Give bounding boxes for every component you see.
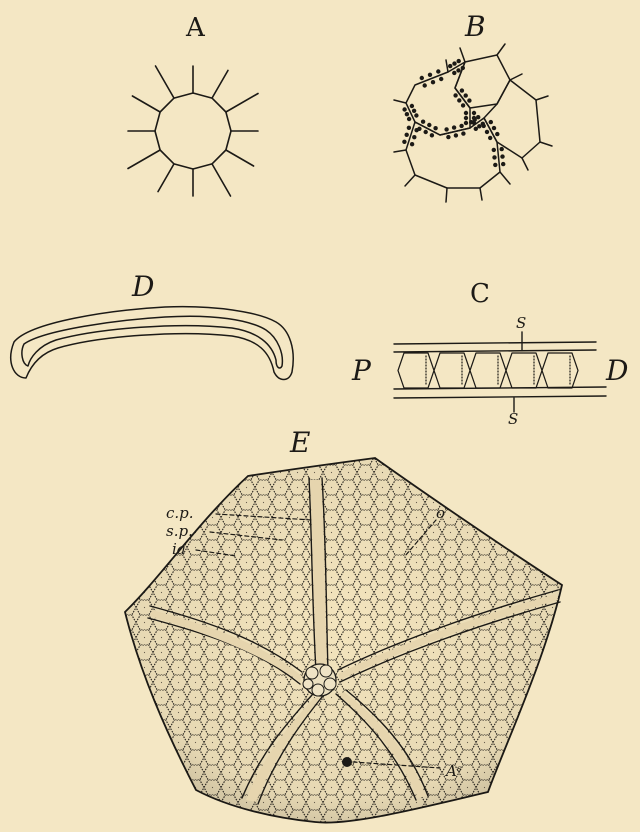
pore-bead	[452, 71, 456, 75]
figure-d: D	[11, 270, 293, 380]
pore-bead	[452, 61, 456, 65]
pore-bead	[492, 148, 496, 152]
pore-bead	[430, 133, 434, 137]
apical-disc	[303, 664, 336, 696]
pore-bead	[427, 123, 431, 127]
label-c-s-top: S	[516, 314, 526, 332]
cell-polygon	[155, 93, 231, 169]
pore-bead	[495, 132, 499, 136]
pore-bead	[482, 124, 486, 128]
cell-right	[484, 80, 540, 158]
pore-bead	[420, 76, 424, 80]
pore-bead	[464, 116, 468, 120]
pore-bead	[436, 69, 440, 73]
pore-bead	[501, 162, 505, 166]
label-as: Aˢ	[444, 762, 462, 780]
pore-bead	[456, 68, 460, 72]
pore-bead	[439, 77, 443, 81]
spoke	[226, 94, 258, 113]
section-cell	[470, 353, 506, 388]
label-c: C	[470, 279, 490, 309]
pore-bead	[428, 73, 432, 77]
figure-d-outline	[11, 307, 293, 380]
pore-bead	[402, 107, 406, 111]
pore-bead	[464, 121, 468, 125]
pore-bead	[492, 155, 496, 159]
figure-e: E	[125, 426, 562, 823]
pore-bead	[493, 163, 497, 167]
pore-bead	[472, 111, 476, 115]
pore-bead	[423, 83, 427, 87]
pore-bead	[452, 125, 456, 129]
label-b: B	[464, 10, 486, 43]
label-o: o	[436, 504, 445, 522]
pore-bead	[410, 142, 414, 146]
pore-bead	[453, 93, 457, 97]
figure-b: B	[394, 10, 552, 202]
pore-bead	[407, 126, 411, 130]
pore-bead	[446, 135, 450, 139]
pore-bead	[485, 130, 489, 134]
pore-bead	[414, 113, 418, 117]
pore-bead	[492, 126, 496, 130]
pore-bead	[412, 135, 416, 139]
spoke	[212, 164, 231, 196]
pore-bead	[464, 93, 468, 97]
pore-bead	[407, 117, 411, 121]
pore-bead	[421, 120, 425, 124]
anus-mark	[342, 757, 352, 767]
pore-bead	[412, 109, 416, 113]
pore-bead	[459, 124, 463, 128]
label-ia: ia	[172, 540, 186, 558]
label-c-s-bottom: S	[508, 410, 518, 428]
spoke	[212, 70, 228, 98]
label-cp: c.p.	[166, 504, 194, 522]
spoke	[128, 150, 160, 169]
spoke	[226, 150, 254, 166]
pore-bead	[402, 140, 406, 144]
pore-bead	[461, 103, 465, 107]
pore-bead	[448, 64, 452, 68]
figure-b-pore-beads	[402, 59, 505, 167]
figure-a-cell	[128, 66, 258, 196]
label-e: E	[289, 426, 310, 459]
spoke	[156, 66, 175, 98]
pore-bead	[500, 147, 504, 151]
pore-bead	[457, 98, 461, 102]
pore-bead	[500, 154, 504, 158]
pore-bead	[424, 130, 428, 134]
figure-a: A	[128, 13, 258, 196]
pore-bead	[460, 88, 464, 92]
pore-bead	[405, 112, 409, 116]
figure-c: C S S P D	[351, 279, 628, 428]
pore-bead	[476, 115, 480, 119]
pore-bead	[461, 131, 465, 135]
section-cell	[542, 353, 578, 388]
pore-bead	[431, 80, 435, 84]
label-d: D	[131, 270, 154, 303]
pore-bead	[457, 59, 461, 63]
pore-bead	[464, 111, 468, 115]
pore-bead	[414, 128, 418, 132]
section-cell	[434, 353, 470, 388]
spoke	[158, 164, 174, 192]
label-a: A	[185, 13, 206, 43]
pore-bead	[410, 104, 414, 108]
section-cell	[506, 353, 542, 388]
label-c-d: D	[605, 354, 628, 387]
pore-bead	[467, 98, 471, 102]
label-c-p: P	[351, 354, 372, 387]
pore-bead	[405, 133, 409, 137]
pore-bead	[433, 126, 437, 130]
pore-bead	[489, 120, 493, 124]
label-sp: s.p.	[166, 522, 193, 540]
section-cell	[398, 353, 434, 388]
pore-bead	[461, 66, 465, 70]
pore-bead	[454, 133, 458, 137]
pore-bead	[444, 127, 448, 131]
figure-c-cells	[398, 353, 578, 388]
spoke	[132, 96, 160, 112]
pore-bead	[488, 136, 492, 140]
